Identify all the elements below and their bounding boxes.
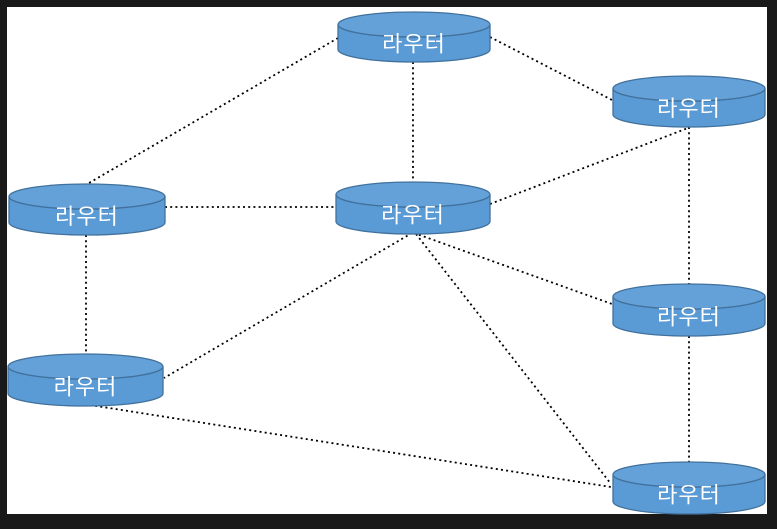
router-right-middle[interactable]: 라우터: [612, 283, 766, 337]
router-bottom-right[interactable]: 라우터: [612, 461, 766, 515]
router-center[interactable]: 라우터: [335, 181, 491, 235]
router-label: 라우터: [381, 202, 445, 227]
cylinder-top-ellipse: [8, 183, 166, 210]
cylinder-top-ellipse: [612, 461, 766, 488]
router-left[interactable]: 라우터: [8, 183, 166, 236]
router-label: 라우터: [382, 31, 446, 56]
cylinder-top-ellipse: [612, 283, 766, 310]
router-label: 라우터: [657, 304, 721, 329]
cylinder-top-ellipse: [612, 75, 766, 102]
router-top-right[interactable]: 라우터: [612, 75, 766, 128]
router-label: 라우터: [657, 96, 721, 121]
router-bottom-left[interactable]: 라우터: [7, 353, 164, 407]
connector-router-center--router-bottom-left: [163, 232, 413, 379]
router-label: 라우터: [54, 374, 118, 399]
connector-router-center--router-right-middle: [413, 232, 613, 305]
connector-router-center--router-bottom-right: [415, 233, 612, 485]
connector-router-top-center--router-top-right: [489, 36, 613, 101]
cylinder-top-ellipse: [7, 353, 164, 380]
cylinder-top-ellipse: [337, 11, 491, 38]
cylinder-top-ellipse: [335, 181, 491, 208]
router-label: 라우터: [657, 482, 721, 507]
connector-router-top-center--router-left: [88, 37, 339, 184]
router-label: 라우터: [55, 204, 119, 229]
router-top-center[interactable]: 라우터: [337, 11, 491, 63]
